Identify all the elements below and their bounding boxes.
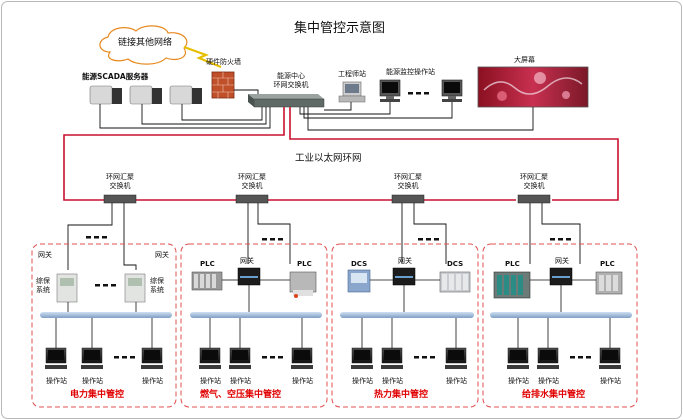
protection-cabinet-icon bbox=[56, 273, 146, 303]
lower-cabling bbox=[67, 203, 581, 270]
plc-label: PLC bbox=[505, 260, 520, 268]
cloud-label: 链接其他网络 bbox=[118, 38, 173, 48]
ring-switch-label-1: 环网汇聚 bbox=[394, 173, 422, 181]
gateway-label: 网关 bbox=[38, 251, 52, 259]
big-screen-label: 大屏幕 bbox=[514, 56, 535, 64]
ring-switch-icon bbox=[103, 194, 551, 204]
dcs-cabinet-icon bbox=[347, 269, 471, 293]
ring-switch-label-1: 环网汇聚 bbox=[238, 173, 266, 181]
operator-station-label: 操作站 bbox=[230, 377, 251, 385]
operator-station-icon bbox=[599, 347, 621, 369]
big-screen-icon bbox=[477, 66, 589, 108]
page-title: 集中管控示意图 bbox=[294, 21, 386, 36]
operator-station-label: 操作站 bbox=[200, 377, 221, 385]
monitor-station-label: 能源监控操作站 bbox=[386, 68, 435, 76]
ring-switch-label-2: 交换机 bbox=[523, 182, 545, 190]
monitor-station-icon bbox=[379, 79, 463, 102]
zone-borders bbox=[31, 243, 638, 408]
ring-switch-label-1: 环网汇聚 bbox=[106, 173, 134, 181]
firewall-icon bbox=[211, 71, 235, 99]
operator-station-icon bbox=[199, 347, 221, 369]
operator-station-icon bbox=[507, 347, 529, 369]
network-cloud bbox=[99, 25, 188, 65]
operator-station-label: 操作站 bbox=[352, 377, 373, 385]
operator-station-icon bbox=[141, 347, 163, 369]
operator-station-icon bbox=[381, 347, 403, 369]
upper-cabling bbox=[99, 89, 534, 131]
firewall-label: 硬件防火墙 bbox=[206, 58, 241, 66]
dcs-label: DCS bbox=[447, 260, 464, 268]
dcs-label: DCS bbox=[351, 260, 368, 268]
zone-title-heat: 热力集中管控 bbox=[374, 390, 429, 400]
operator-station-icon bbox=[537, 347, 559, 369]
gateway-icon bbox=[392, 267, 416, 286]
operator-station-label: 操作站 bbox=[508, 377, 529, 385]
zone-title-power: 电力集中管控 bbox=[70, 390, 125, 400]
gateway-icon bbox=[549, 267, 573, 286]
operator-station-icon bbox=[445, 347, 467, 369]
operator-station-label: 操作站 bbox=[292, 377, 313, 385]
scada-label: 能源SCADA服务器 bbox=[82, 72, 149, 81]
ellipsis-dots-operators bbox=[114, 356, 591, 359]
ring-label: 工业以太网环网 bbox=[295, 153, 362, 164]
protection-label-2: 系统 bbox=[150, 286, 164, 294]
operator-station-label: 操作站 bbox=[382, 377, 403, 385]
engineer-station-label: 工程师站 bbox=[338, 70, 366, 78]
ring-switch-label-1: 环网汇聚 bbox=[520, 173, 548, 181]
operator-station-icon bbox=[229, 347, 251, 369]
ellipsis-dots-switches bbox=[86, 236, 571, 241]
operator-station-icon bbox=[351, 347, 373, 369]
operator-station-icon bbox=[291, 347, 313, 369]
gateway-label: 网关 bbox=[240, 257, 254, 265]
lightning-icon bbox=[183, 45, 222, 69]
operator-station-label: 操作站 bbox=[600, 377, 621, 385]
plc-label: PLC bbox=[200, 260, 215, 268]
ethernet-ring bbox=[63, 107, 619, 201]
zone-title-gas-air: 燃气、空压集中管控 bbox=[200, 390, 282, 400]
ring-switch-label-2: 交换机 bbox=[397, 182, 419, 190]
operator-stations bbox=[45, 347, 621, 369]
ellipsis-dots-monitors bbox=[408, 92, 429, 95]
ring-switch-label-2: 交换机 bbox=[109, 182, 131, 190]
engineer-station-icon bbox=[338, 81, 366, 103]
plc-label: PLC bbox=[600, 260, 615, 268]
protection-label-1: 综保 bbox=[36, 277, 50, 285]
ellipsis-dots-zone1 bbox=[95, 284, 116, 287]
operator-station-label: 操作站 bbox=[82, 377, 103, 385]
operator-station-label: 操作站 bbox=[446, 377, 467, 385]
plc-rack-icon bbox=[191, 271, 317, 298]
bus-drops bbox=[55, 285, 611, 348]
ring-switch-label-2: 交换机 bbox=[241, 182, 263, 190]
gateway-label: 网关 bbox=[555, 257, 569, 265]
plc-label: PLC bbox=[297, 260, 312, 268]
operator-station-label: 操作站 bbox=[538, 377, 559, 385]
core-switch-label-2: 环网交换机 bbox=[273, 81, 309, 89]
gateway-icon bbox=[237, 267, 261, 286]
operator-station-icon bbox=[45, 347, 67, 369]
core-switch-label-1: 能源中心 bbox=[277, 72, 305, 80]
core-switch-icon bbox=[248, 94, 325, 108]
scada-server-icon bbox=[89, 85, 202, 105]
zone-title-water: 给排水集中管控 bbox=[522, 390, 586, 400]
gateway-label: 网关 bbox=[155, 251, 169, 259]
plc-rack-icon bbox=[493, 271, 623, 299]
gateway-label: 网关 bbox=[398, 257, 412, 265]
protection-label-2: 系统 bbox=[36, 286, 50, 294]
operator-station-label: 操作站 bbox=[142, 377, 163, 385]
operator-station-icon bbox=[81, 347, 103, 369]
protection-label-1: 综保 bbox=[150, 277, 164, 285]
field-bus bbox=[40, 312, 632, 318]
operator-station-label: 操作站 bbox=[46, 377, 67, 385]
